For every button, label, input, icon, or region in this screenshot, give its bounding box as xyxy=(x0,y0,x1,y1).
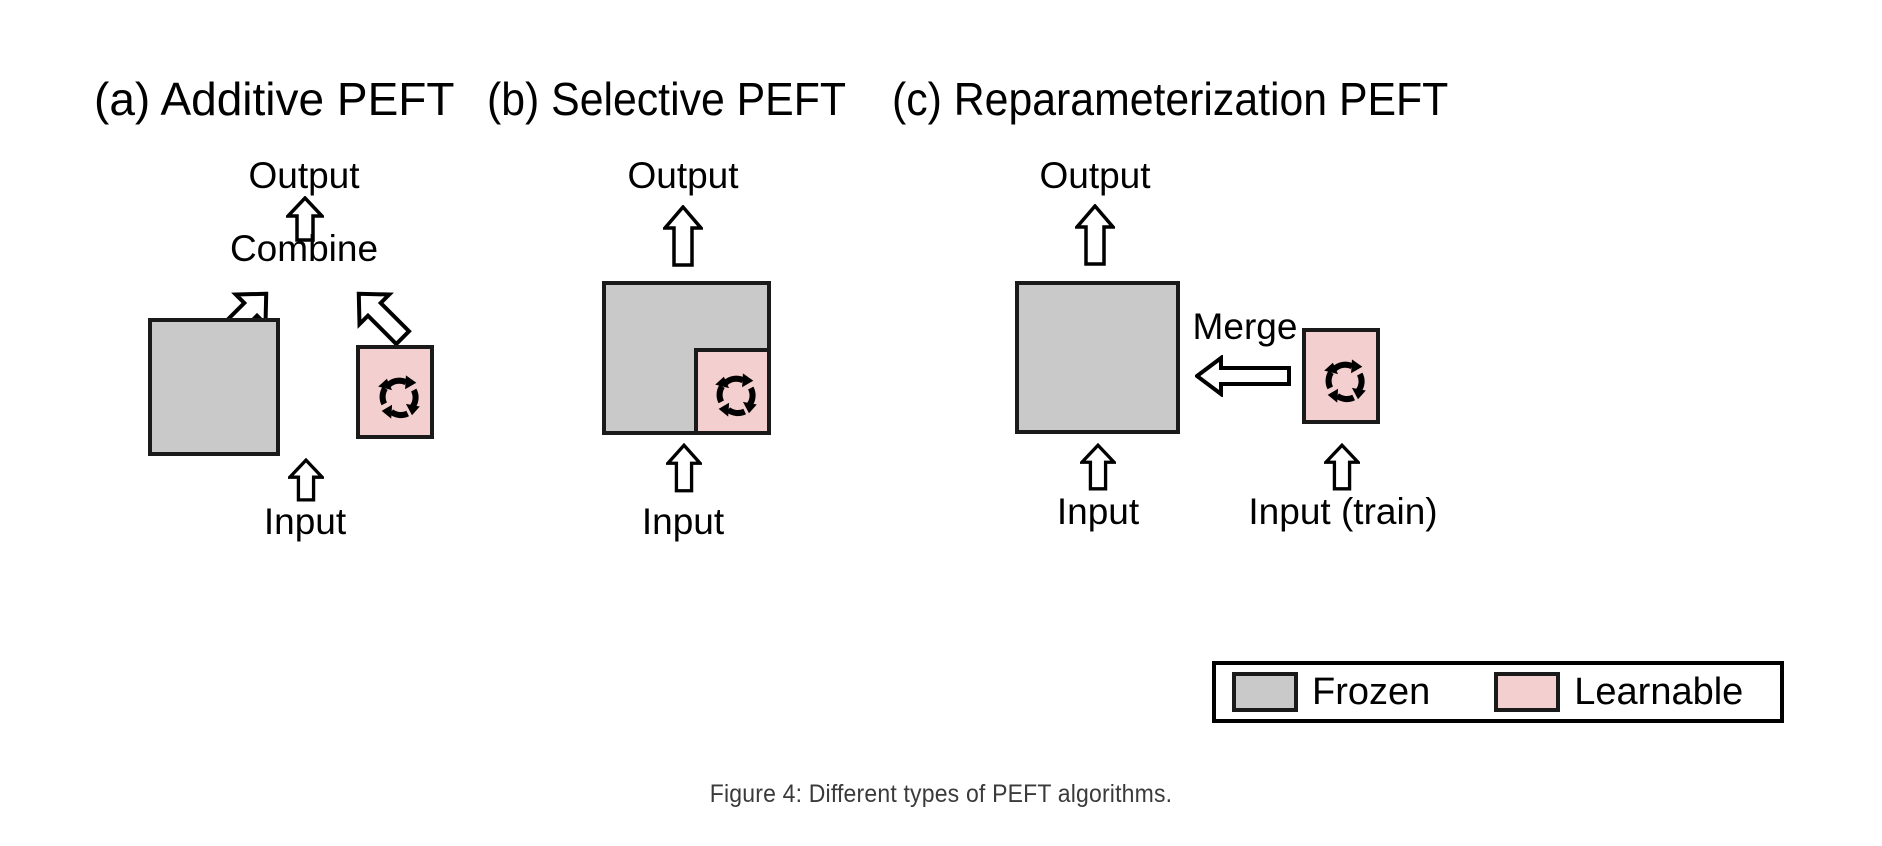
panel-a-input-arrow xyxy=(288,458,324,502)
panel-c-input-train-arrow xyxy=(1324,443,1360,491)
panel-a-output-label: Output xyxy=(248,155,360,196)
panel-c-merge-label: Merge xyxy=(1192,306,1298,347)
panel-c-output-label: Output xyxy=(1039,155,1151,196)
panel-c-input-train-label: Input (train) xyxy=(1248,491,1438,532)
legend-label-learnable: Learnable xyxy=(1574,671,1744,713)
legend-label-frozen: Frozen xyxy=(1312,671,1431,713)
refresh-icon xyxy=(372,371,426,423)
panel-a-output-arrow xyxy=(286,196,324,242)
panel-b-learnable-block xyxy=(694,348,771,435)
panel-c-output-arrow xyxy=(1075,204,1115,266)
panel-b-input-label: Input xyxy=(641,501,725,542)
panel-c-input-arrow xyxy=(1080,443,1116,491)
panel-b-output-arrow xyxy=(663,205,703,267)
panel-a-learnable-block xyxy=(356,345,434,439)
panel-b-input-arrow xyxy=(666,443,702,493)
refresh-icon xyxy=(709,369,763,421)
panel-a-combine-right-arrow xyxy=(330,275,430,355)
legend: Frozen Learnable xyxy=(1212,661,1784,723)
panel-c-input-label: Input xyxy=(1056,491,1140,532)
panel-c-title: (c) Reparameterization PEFT xyxy=(892,73,1449,125)
panel-c-learnable-block xyxy=(1302,328,1380,424)
legend-swatch-learnable xyxy=(1494,672,1561,712)
refresh-icon xyxy=(1318,355,1372,407)
panel-a-input-label: Input xyxy=(263,501,347,542)
legend-item-frozen: Frozen xyxy=(1232,672,1430,712)
panel-c-frozen-block xyxy=(1015,281,1180,434)
legend-swatch-frozen xyxy=(1232,672,1298,712)
panel-c-merge-arrow xyxy=(1195,355,1291,397)
legend-item-learnable: Learnable xyxy=(1494,672,1743,712)
panel-b-title: (b) Selective PEFT xyxy=(487,73,846,125)
panel-b-output-label: Output xyxy=(627,155,739,196)
panel-a-title: (a) Additive PEFT xyxy=(94,73,455,125)
panel-a-combine-label: Combine xyxy=(229,228,379,269)
figure-caption: Figure 4: Different types of PEFT algori… xyxy=(709,780,1173,808)
panel-a-frozen-block xyxy=(148,318,280,456)
